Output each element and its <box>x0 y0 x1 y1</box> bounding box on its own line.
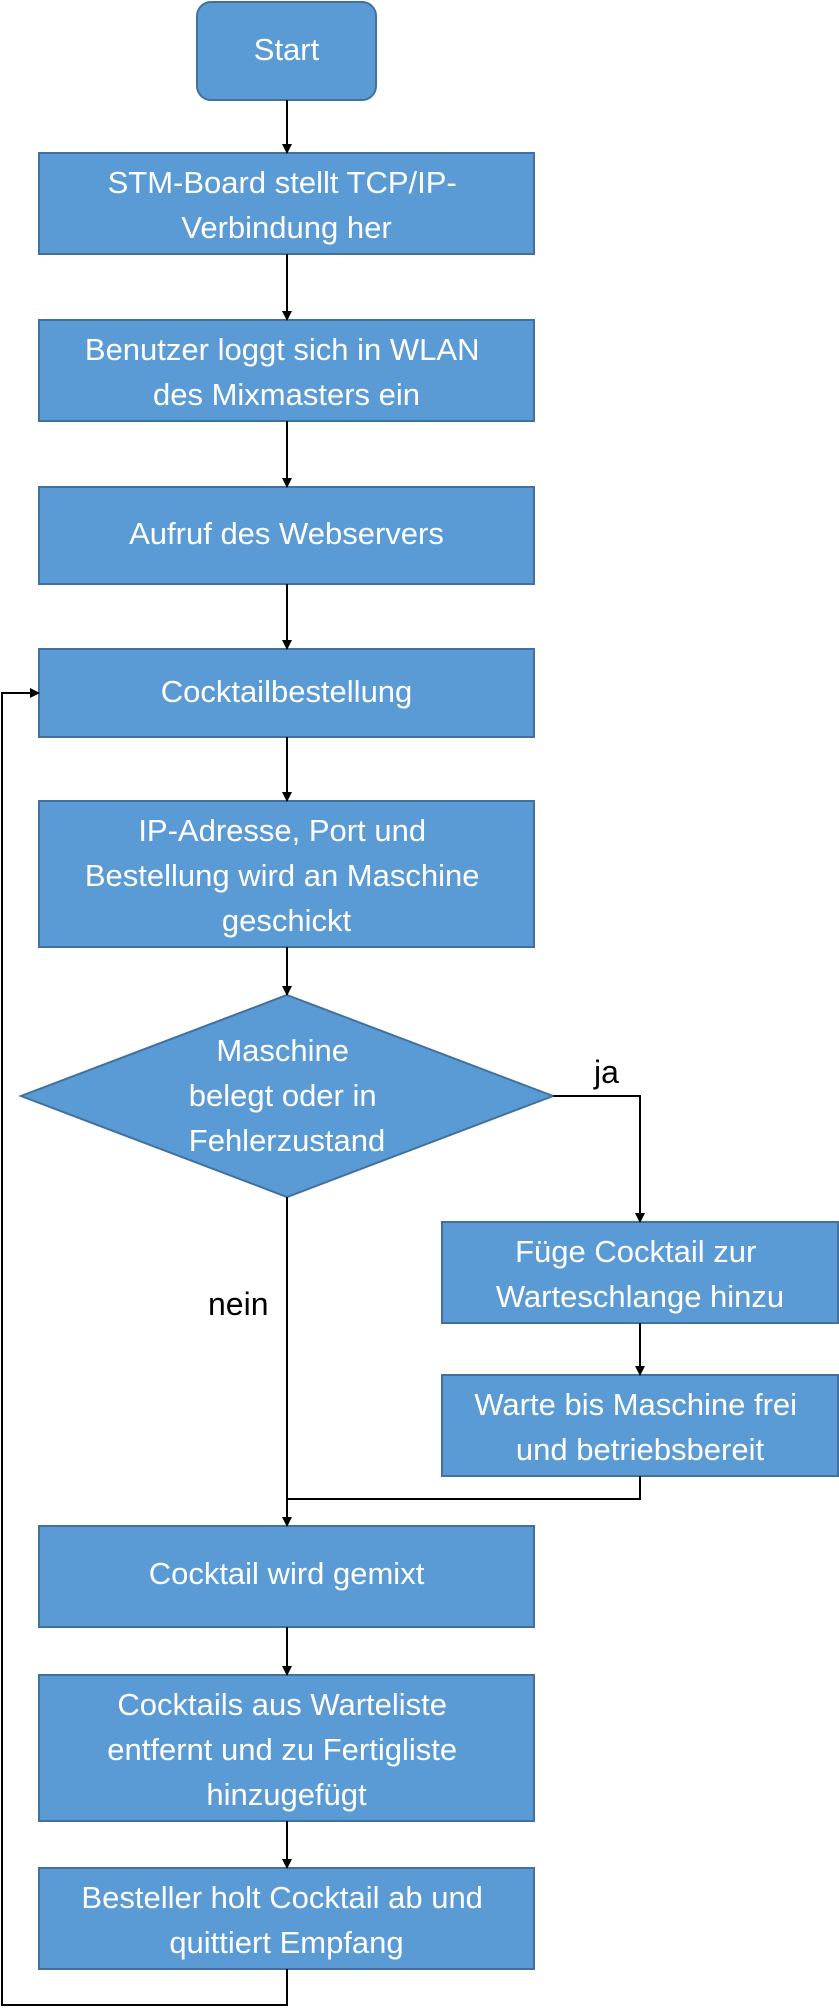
edge-decision-yes <box>553 1095 645 1223</box>
decision-machine-busy-label: Maschine belegt oder in Fehlerzustand <box>189 1033 386 1158</box>
step-add-to-queue-label: Füge Cocktail zur Warteschlange hinzu <box>496 1234 784 1314</box>
step-tcp-connection <box>38 152 535 255</box>
step-webserver <box>38 486 535 585</box>
step-move-to-done-list-label: Cocktails aus Warteliste entfernt und zu… <box>107 1687 465 1812</box>
step-wlan-login-label: Benutzer loggt sich in WLAN des Mixmaste… <box>85 332 488 412</box>
step-cocktail-order-label: Cocktailbestellung <box>161 674 413 709</box>
start-label: Start <box>254 32 320 67</box>
edge-wait-merge <box>287 1476 641 1500</box>
step-pickup-confirm <box>38 1867 535 1970</box>
step-cocktail-order <box>38 648 535 738</box>
step-wait-for-machine-label: Warte bis Maschine frei und betriebsbere… <box>474 1387 805 1467</box>
edge-loop-back-to-order <box>1 688 288 2006</box>
step-tcp-connection-label: STM-Board stellt TCP/IP- Verbindung her <box>108 165 466 245</box>
step-add-to-queue <box>441 1221 839 1324</box>
step-send-order-label: IP-Adresse, Port und Bestellung wird an … <box>85 813 488 938</box>
decision-no-label: nein <box>208 1286 269 1322</box>
step-move-to-done-list <box>38 1674 535 1822</box>
step-wait-for-machine <box>441 1374 839 1477</box>
decision-yes-label: ja <box>593 1054 619 1090</box>
step-webserver-label: Aufruf des Webservers <box>129 516 444 551</box>
step-pickup-confirm-label: Besteller holt Cocktail ab und quittiert… <box>81 1880 491 1960</box>
step-mix-cocktail-label: Cocktail wird gemixt <box>149 1556 425 1591</box>
step-mix-cocktail <box>38 1525 535 1628</box>
